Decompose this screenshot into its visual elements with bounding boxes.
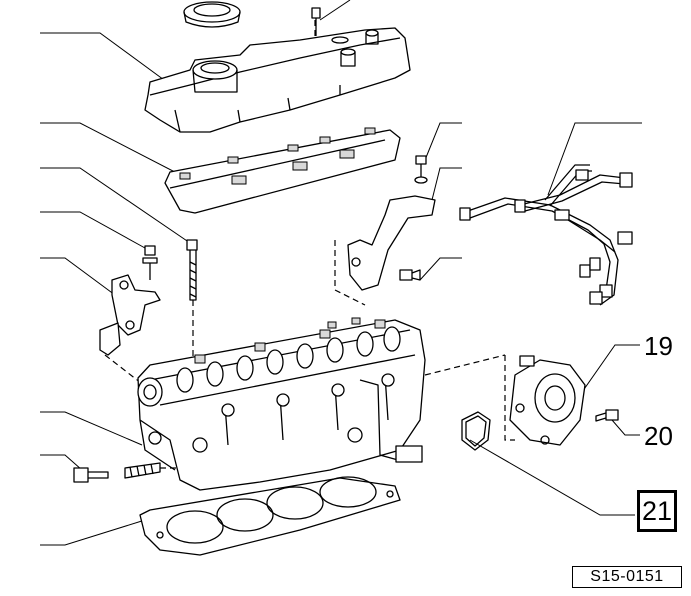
lifting-bracket <box>99 245 161 356</box>
leader-injection-pipes <box>547 122 642 196</box>
assembly-line-pump <box>424 354 506 376</box>
leader-top-bolt <box>319 0 351 21</box>
callout-21: 21 <box>637 490 677 532</box>
leader-support-bracket <box>431 167 462 201</box>
leader-vacuum-pump <box>579 344 640 396</box>
callout-20: 20 <box>644 421 673 451</box>
pump-bolt <box>595 409 619 422</box>
head-gasket <box>139 476 401 556</box>
head-bolt <box>186 239 198 301</box>
leader-cover-gasket <box>40 122 201 186</box>
leader-pump-bolt <box>611 419 640 436</box>
leader-head-gasket <box>40 519 146 546</box>
leader-stud-bolt <box>40 454 83 471</box>
assembly-line-support-bracket <box>334 240 366 306</box>
leader-bracket-lower-bolt <box>419 257 462 281</box>
leader-cylinder-head-cover <box>40 32 176 89</box>
leader-cylinder-head <box>40 411 143 446</box>
assembly-lines <box>104 20 515 469</box>
support-bracket <box>347 155 436 291</box>
injection-pipes <box>459 164 633 306</box>
reference-code: S15-0151 <box>572 566 682 588</box>
pump-seal <box>461 411 491 451</box>
vacuum-pump <box>509 355 586 446</box>
stud-bolt <box>73 462 161 483</box>
assembly-line-seal <box>504 355 515 441</box>
leader-bracket-top-bolt <box>424 122 462 161</box>
leader-pump-seal <box>469 439 635 516</box>
leader-head-bolt <box>40 167 194 246</box>
cylinder-head <box>137 317 426 491</box>
cylinder-head-cover <box>144 1 411 133</box>
leader-lifting-bracket <box>40 257 116 296</box>
cover-gasket <box>164 127 401 214</box>
leader-lines <box>40 0 642 546</box>
callout-19: 19 <box>644 331 673 361</box>
leader-bracket-bolt <box>40 211 146 249</box>
